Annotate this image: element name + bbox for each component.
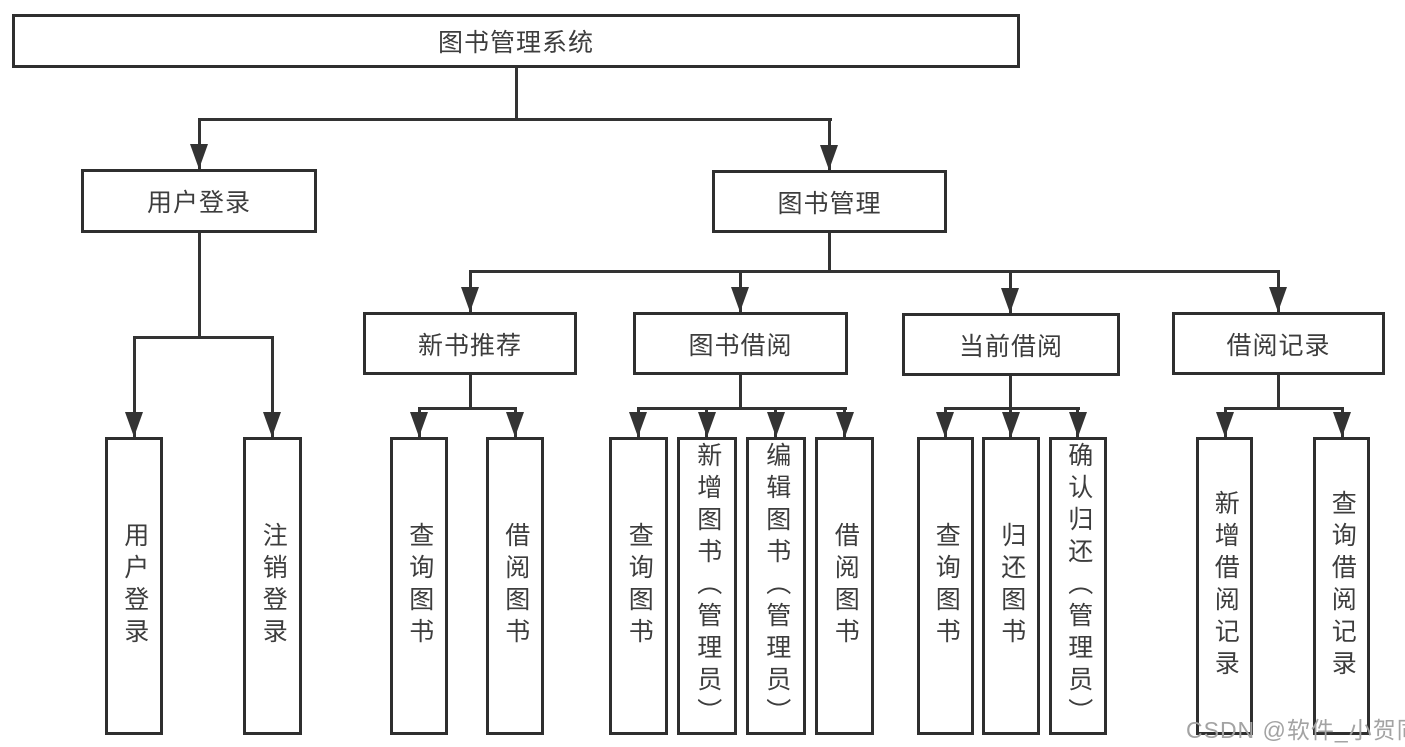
- connector-arrowhead: [1001, 288, 1019, 313]
- connector-line: [515, 68, 518, 118]
- leaf-newbook-borrow-book: 借阅图书: [486, 437, 544, 735]
- connector-line: [1009, 376, 1012, 407]
- connector-line: [1277, 375, 1280, 407]
- connector-arrowhead: [629, 412, 647, 437]
- connector-line: [828, 118, 831, 170]
- connector-line: [418, 407, 517, 410]
- node-root: 图书管理系统: [12, 14, 1020, 68]
- connector-arrowhead: [767, 412, 785, 437]
- leaf-current-query-book: 查询图书: [917, 437, 974, 735]
- connector-line: [637, 407, 847, 410]
- connector-line: [271, 336, 274, 437]
- leaf-borrow-borrow-book: 借阅图书: [815, 437, 874, 735]
- connector-arrowhead: [698, 412, 716, 437]
- leaf-borrow-borrow-book-label: 借阅图书: [831, 522, 860, 650]
- node-book-borrow: 图书借阅: [633, 312, 848, 375]
- connector-line: [198, 118, 832, 121]
- leaf-current-return-book-label: 归还图书: [997, 522, 1026, 650]
- connector-arrowhead: [1002, 412, 1020, 437]
- connector-arrowhead: [936, 412, 954, 437]
- connector-line: [1224, 407, 1344, 410]
- connector-arrowhead: [190, 144, 208, 169]
- connector-line: [133, 336, 136, 437]
- leaf-borrow-add-book-admin: 新增图书（管理员）: [677, 437, 737, 735]
- leaf-record-query-record: 查询借阅记录: [1313, 437, 1370, 735]
- connector-arrowhead: [1269, 287, 1287, 312]
- leaf-logout-login-label: 注销登录: [259, 522, 288, 650]
- leaf-newbook-query-book-label: 查询图书: [405, 522, 434, 650]
- leaf-current-confirm-return-admin: 确认归还（管理员）: [1049, 437, 1107, 735]
- leaf-newbook-borrow-book-label: 借阅图书: [501, 522, 530, 650]
- connector-line: [828, 233, 831, 270]
- connector-line: [198, 118, 201, 169]
- connector-arrowhead: [820, 145, 838, 170]
- node-current-borrow: 当前借阅: [902, 313, 1120, 376]
- node-book-borrow-label: 图书借阅: [688, 331, 793, 360]
- node-root-label: 图书管理系统: [437, 29, 594, 57]
- connector-line: [133, 336, 274, 339]
- leaf-newbook-query-book: 查询图书: [390, 437, 448, 735]
- connector-arrowhead: [1069, 412, 1087, 437]
- leaf-record-add-record: 新增借阅记录: [1196, 437, 1253, 735]
- connector-arrowhead: [410, 412, 428, 437]
- node-borrow-record: 借阅记录: [1172, 312, 1385, 375]
- connector-arrowhead: [836, 412, 854, 437]
- leaf-borrow-add-book-admin-label: 新增图书（管理员）: [693, 442, 722, 730]
- connector-arrowhead: [1216, 412, 1234, 437]
- leaf-borrow-query-book-label: 查询图书: [625, 522, 654, 650]
- node-book-management: 图书管理: [712, 170, 947, 233]
- leaf-record-query-record-label: 查询借阅记录: [1328, 490, 1357, 682]
- leaf-current-confirm-return-admin-label: 确认归还（管理员）: [1064, 442, 1093, 730]
- node-user-login-label: 用户登录: [146, 189, 251, 217]
- connector-line: [944, 407, 1080, 410]
- node-new-book-recommend: 新书推荐: [363, 312, 577, 375]
- connector-arrowhead: [263, 412, 281, 437]
- leaf-record-add-record-label: 新增借阅记录: [1211, 490, 1240, 682]
- leaf-user-login-label: 用户登录: [120, 522, 149, 650]
- leaf-current-query-book-label: 查询图书: [932, 522, 961, 650]
- connector-line: [198, 233, 201, 336]
- connector-arrowhead: [461, 287, 479, 312]
- connector-arrowhead: [125, 412, 143, 437]
- node-borrow-record-label: 借阅记录: [1226, 331, 1331, 360]
- connector-arrowhead: [506, 412, 524, 437]
- node-book-management-label: 图书管理: [777, 189, 882, 218]
- connector-arrowhead: [731, 287, 749, 312]
- leaf-borrow-edit-book-admin-label: 编辑图书（管理员）: [762, 442, 791, 730]
- leaf-borrow-query-book: 查询图书: [609, 437, 668, 735]
- leaf-current-return-book: 归还图书: [982, 437, 1040, 735]
- leaf-user-login: 用户登录: [105, 437, 163, 735]
- node-current-borrow-label: 当前借阅: [958, 332, 1063, 361]
- connector-line: [739, 375, 742, 407]
- leaf-logout-login: 注销登录: [243, 437, 302, 735]
- connector-arrowhead: [1333, 412, 1351, 437]
- connector-line: [469, 270, 1280, 273]
- node-user-login: 用户登录: [81, 169, 317, 233]
- node-new-book-recommend-label: 新书推荐: [417, 331, 522, 360]
- csdn-watermark: CSDN @软件_小贺同学: [1186, 717, 1405, 743]
- leaf-borrow-edit-book-admin: 编辑图书（管理员）: [746, 437, 806, 735]
- connector-line: [469, 375, 472, 407]
